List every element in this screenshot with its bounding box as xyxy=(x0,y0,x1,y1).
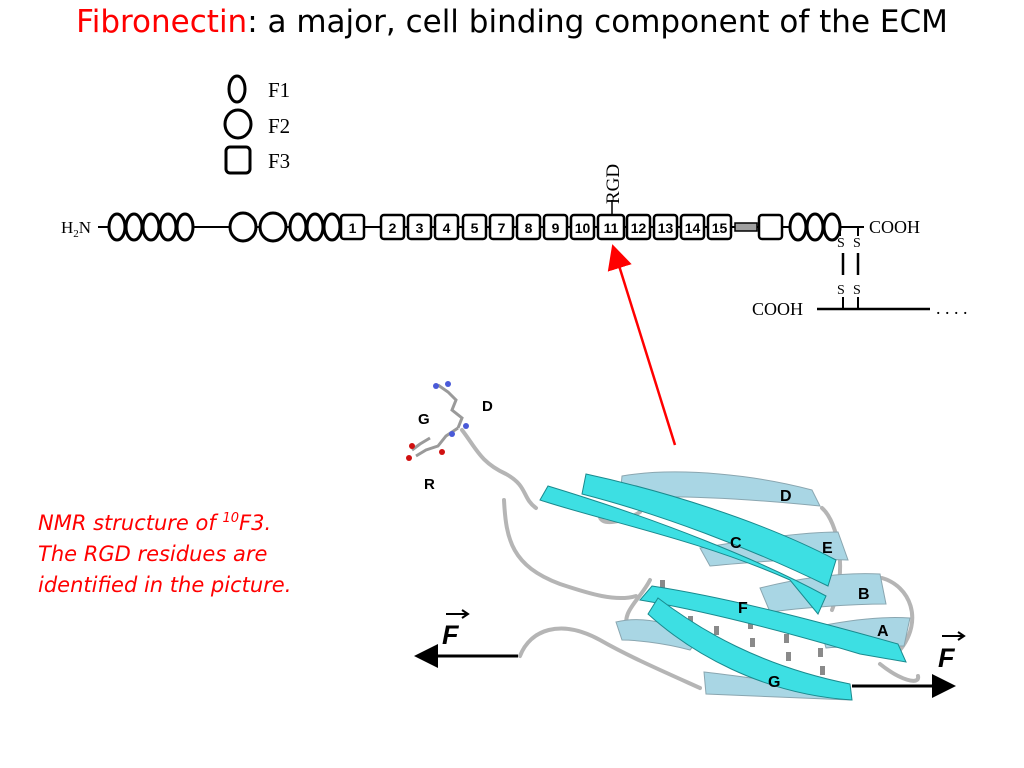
f1-module-icon xyxy=(227,74,247,104)
strand-label-g: G xyxy=(768,674,780,691)
svg-text:S: S xyxy=(837,283,845,298)
svg-text:12: 12 xyxy=(631,220,647,236)
svg-text:S: S xyxy=(837,236,845,251)
residue-label-g: G xyxy=(418,411,430,428)
title-rest: : a major, cell binding component of the… xyxy=(247,4,948,40)
caption-line-1: NMR structure of 10F3. xyxy=(38,511,272,535)
svg-text:9: 9 xyxy=(552,220,560,236)
front-strands xyxy=(539,473,907,701)
slide-title: Fibronectin: a major, cell binding compo… xyxy=(0,4,1024,40)
f3-module: 8 xyxy=(515,213,542,241)
residue-label-d: D xyxy=(482,398,493,415)
rgd-pointer-arrow xyxy=(607,244,677,446)
svg-text:14: 14 xyxy=(685,220,701,236)
f2-module-icon xyxy=(223,108,253,140)
svg-text:4: 4 xyxy=(443,220,451,236)
f3-module: 10 xyxy=(569,213,596,241)
f2-modules xyxy=(228,211,288,243)
title-highlight: Fibronectin xyxy=(76,4,248,40)
strand-label-b: B xyxy=(858,586,870,603)
legend-f3-label: F3 xyxy=(268,149,290,173)
lower-chain-dots: . . . . xyxy=(936,298,968,318)
legend-f2-label: F2 xyxy=(268,114,290,138)
strand-label-f: F xyxy=(738,600,748,617)
f3-module: 7 xyxy=(488,213,515,241)
f1-modules-c xyxy=(788,212,842,242)
n-terminus-label: H2N xyxy=(61,218,91,240)
svg-text:5: 5 xyxy=(471,220,479,236)
caption-line-2: The RGD residues are xyxy=(38,542,268,566)
domain-legend: F1 F2 F3 xyxy=(223,74,290,175)
rgd-stick-model xyxy=(406,381,469,461)
loop-tubes xyxy=(460,428,920,690)
c-terminus-label: COOH xyxy=(869,217,920,237)
f3-module: 3 xyxy=(406,213,433,241)
strand-label-a: A xyxy=(877,623,889,640)
f3-module-icon xyxy=(224,145,252,175)
rgd-label: RGD xyxy=(603,164,624,204)
f3-module xyxy=(757,213,784,241)
f3-module: 1 xyxy=(339,213,366,241)
f3-module: 5 xyxy=(461,213,488,241)
f3-module: 14 xyxy=(679,213,706,241)
variable-region-bar xyxy=(734,222,758,232)
f1-modules-mid xyxy=(288,212,342,242)
caption-line-3: identified in the picture. xyxy=(38,573,292,597)
svg-text:S: S xyxy=(853,236,861,251)
figure-caption: NMR structure of 10F3. The RGD residues … xyxy=(38,503,368,601)
f3-module: 4 xyxy=(433,213,460,241)
f1-modules-n xyxy=(107,212,195,242)
disulfide-bridge: S S S S xyxy=(837,226,864,309)
svg-text:7: 7 xyxy=(498,220,506,236)
f3-module: 9 xyxy=(542,213,569,241)
strand-label-c: C xyxy=(730,535,742,552)
f3-module: 2 xyxy=(379,213,406,241)
strand-label-e: E xyxy=(822,540,833,557)
svg-text:15: 15 xyxy=(712,220,728,236)
svg-text:11: 11 xyxy=(604,220,619,236)
svg-text:2: 2 xyxy=(389,220,397,236)
f3-module: 15 xyxy=(706,213,733,241)
svg-text:3: 3 xyxy=(416,220,424,236)
force-right: F xyxy=(852,631,966,698)
svg-text:10: 10 xyxy=(575,220,591,236)
legend-f1-label: F1 xyxy=(268,78,290,102)
force-symbol-left: F xyxy=(442,620,460,650)
f3-module: 12 xyxy=(625,213,652,241)
force-symbol-right: F xyxy=(938,643,956,673)
f3-module: 13 xyxy=(652,213,679,241)
svg-text:13: 13 xyxy=(658,220,674,236)
svg-text:1: 1 xyxy=(349,220,357,236)
f3-modules: 1 2 3 4 5 7 8 9 10 11 12 13 14 15 xyxy=(339,213,784,241)
svg-text:S: S xyxy=(853,283,861,298)
strand-label-d: D xyxy=(780,488,792,505)
c-terminus-lower-label: COOH xyxy=(752,299,803,319)
force-left: F xyxy=(414,609,518,668)
protein-structure-10f3: D G R xyxy=(406,381,920,701)
svg-text:8: 8 xyxy=(525,220,533,236)
residue-label-r: R xyxy=(424,476,435,493)
fibronectin-chain: H2N 1 2 3 4 5 7 8 9 xyxy=(61,164,968,319)
f3-module-10-rgd: 11 xyxy=(596,213,626,241)
